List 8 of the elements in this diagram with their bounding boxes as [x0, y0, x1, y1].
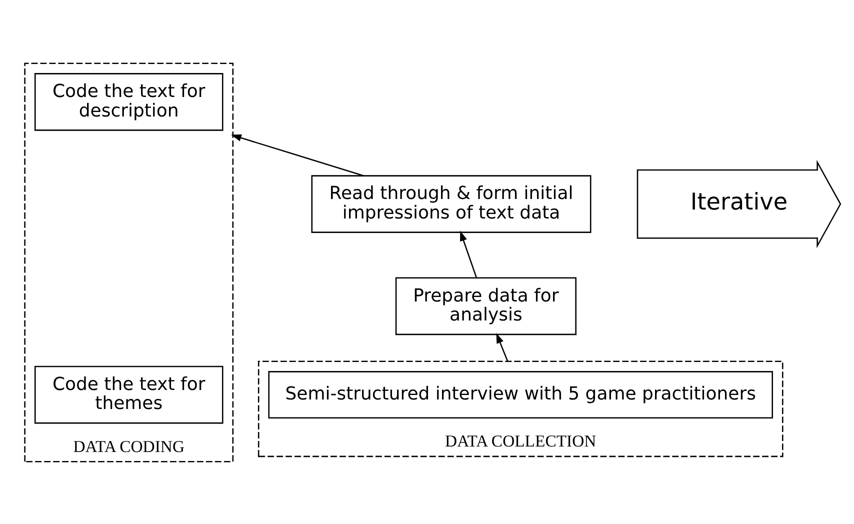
node-box: Code the text for description	[34, 72, 223, 130]
node-box: Semi-structured interview with 5 game practitioners	[268, 370, 773, 418]
node-box: Code the text for themes	[34, 365, 223, 424]
arrow	[496, 332, 508, 362]
arrow	[230, 134, 364, 176]
arrow	[460, 230, 477, 278]
node-box: Prepare data for analysis	[394, 276, 576, 335]
node-box: Read through & form initial impressions of text data	[310, 174, 591, 232]
